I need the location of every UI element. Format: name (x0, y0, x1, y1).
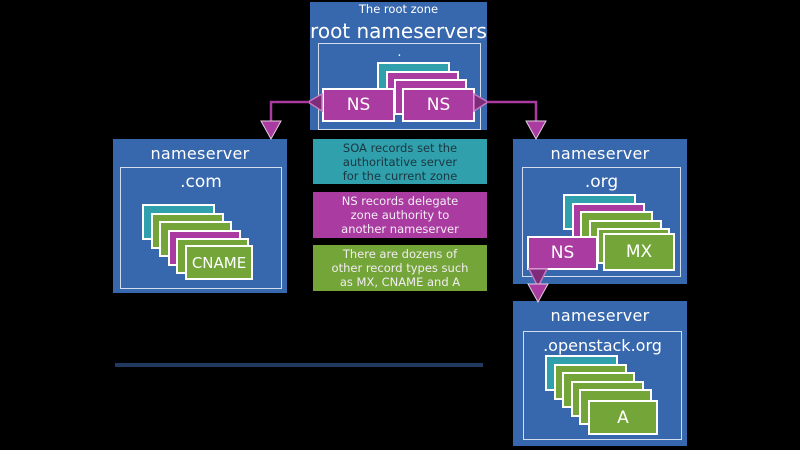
record-card-label: A (617, 407, 629, 428)
legend-line: for the current zone (342, 168, 458, 183)
record-card-a: A (588, 400, 658, 435)
org-nameserver-title: nameserver (550, 144, 650, 163)
openstack-nameserver-box: nameserver .openstack.org A (513, 301, 687, 446)
root-nameservers-title: root nameservers (310, 19, 487, 43)
com-nameserver-box: nameserver .com CNAME (113, 139, 287, 293)
legend-ns-records: NS records delegate zone authority to an… (313, 192, 487, 238)
record-card-label: NS (550, 243, 575, 263)
openstack-zone-label: .openstack.org (543, 336, 662, 355)
record-card-label: MX (625, 242, 653, 262)
com-zone-label: .com (180, 172, 222, 192)
legend-line: NS records delegate (341, 194, 459, 208)
openstack-nameserver-title: nameserver (550, 306, 650, 325)
record-card-ns: NS (402, 88, 475, 122)
legend-line: authoritative server (342, 154, 458, 169)
com-nameserver-title: nameserver (150, 144, 250, 163)
openstack-zone-inner-box: .openstack.org (523, 331, 682, 440)
legend-line: There are dozens of (342, 247, 458, 261)
com-zone-inner-box: .com (120, 167, 282, 289)
record-card-cname: CNAME (185, 245, 253, 280)
legend-line: SOA records set the (342, 140, 458, 155)
record-card-label: NS (346, 95, 371, 115)
record-card-ns: NS (322, 88, 395, 122)
root-nameservers-box: root nameservers . NS NS (310, 17, 487, 130)
record-card-ns: NS (527, 236, 598, 270)
legend-soa-records: SOA records set the authoritative server… (313, 139, 487, 184)
org-nameserver-box: nameserver .org NS MX (513, 139, 687, 284)
root-zone-inner-box: . (318, 43, 481, 130)
root-zone-label: . (397, 45, 402, 60)
legend-line: another nameserver (341, 222, 459, 236)
legend-other-records: There are dozens of other record types s… (313, 245, 487, 291)
legend-line: other record types such (331, 261, 469, 275)
legend-line: zone authority to (350, 208, 450, 222)
legend-line: as MX, CNAME and A (339, 275, 461, 289)
divider-line (115, 363, 483, 367)
record-card-label: NS (426, 95, 451, 115)
record-card-label: CNAME (191, 253, 247, 272)
org-zone-label: .org (584, 172, 619, 192)
record-card-mx: MX (603, 233, 675, 271)
root-zone-header: The root zone (310, 2, 487, 18)
org-zone-inner-box: .org (522, 167, 681, 277)
